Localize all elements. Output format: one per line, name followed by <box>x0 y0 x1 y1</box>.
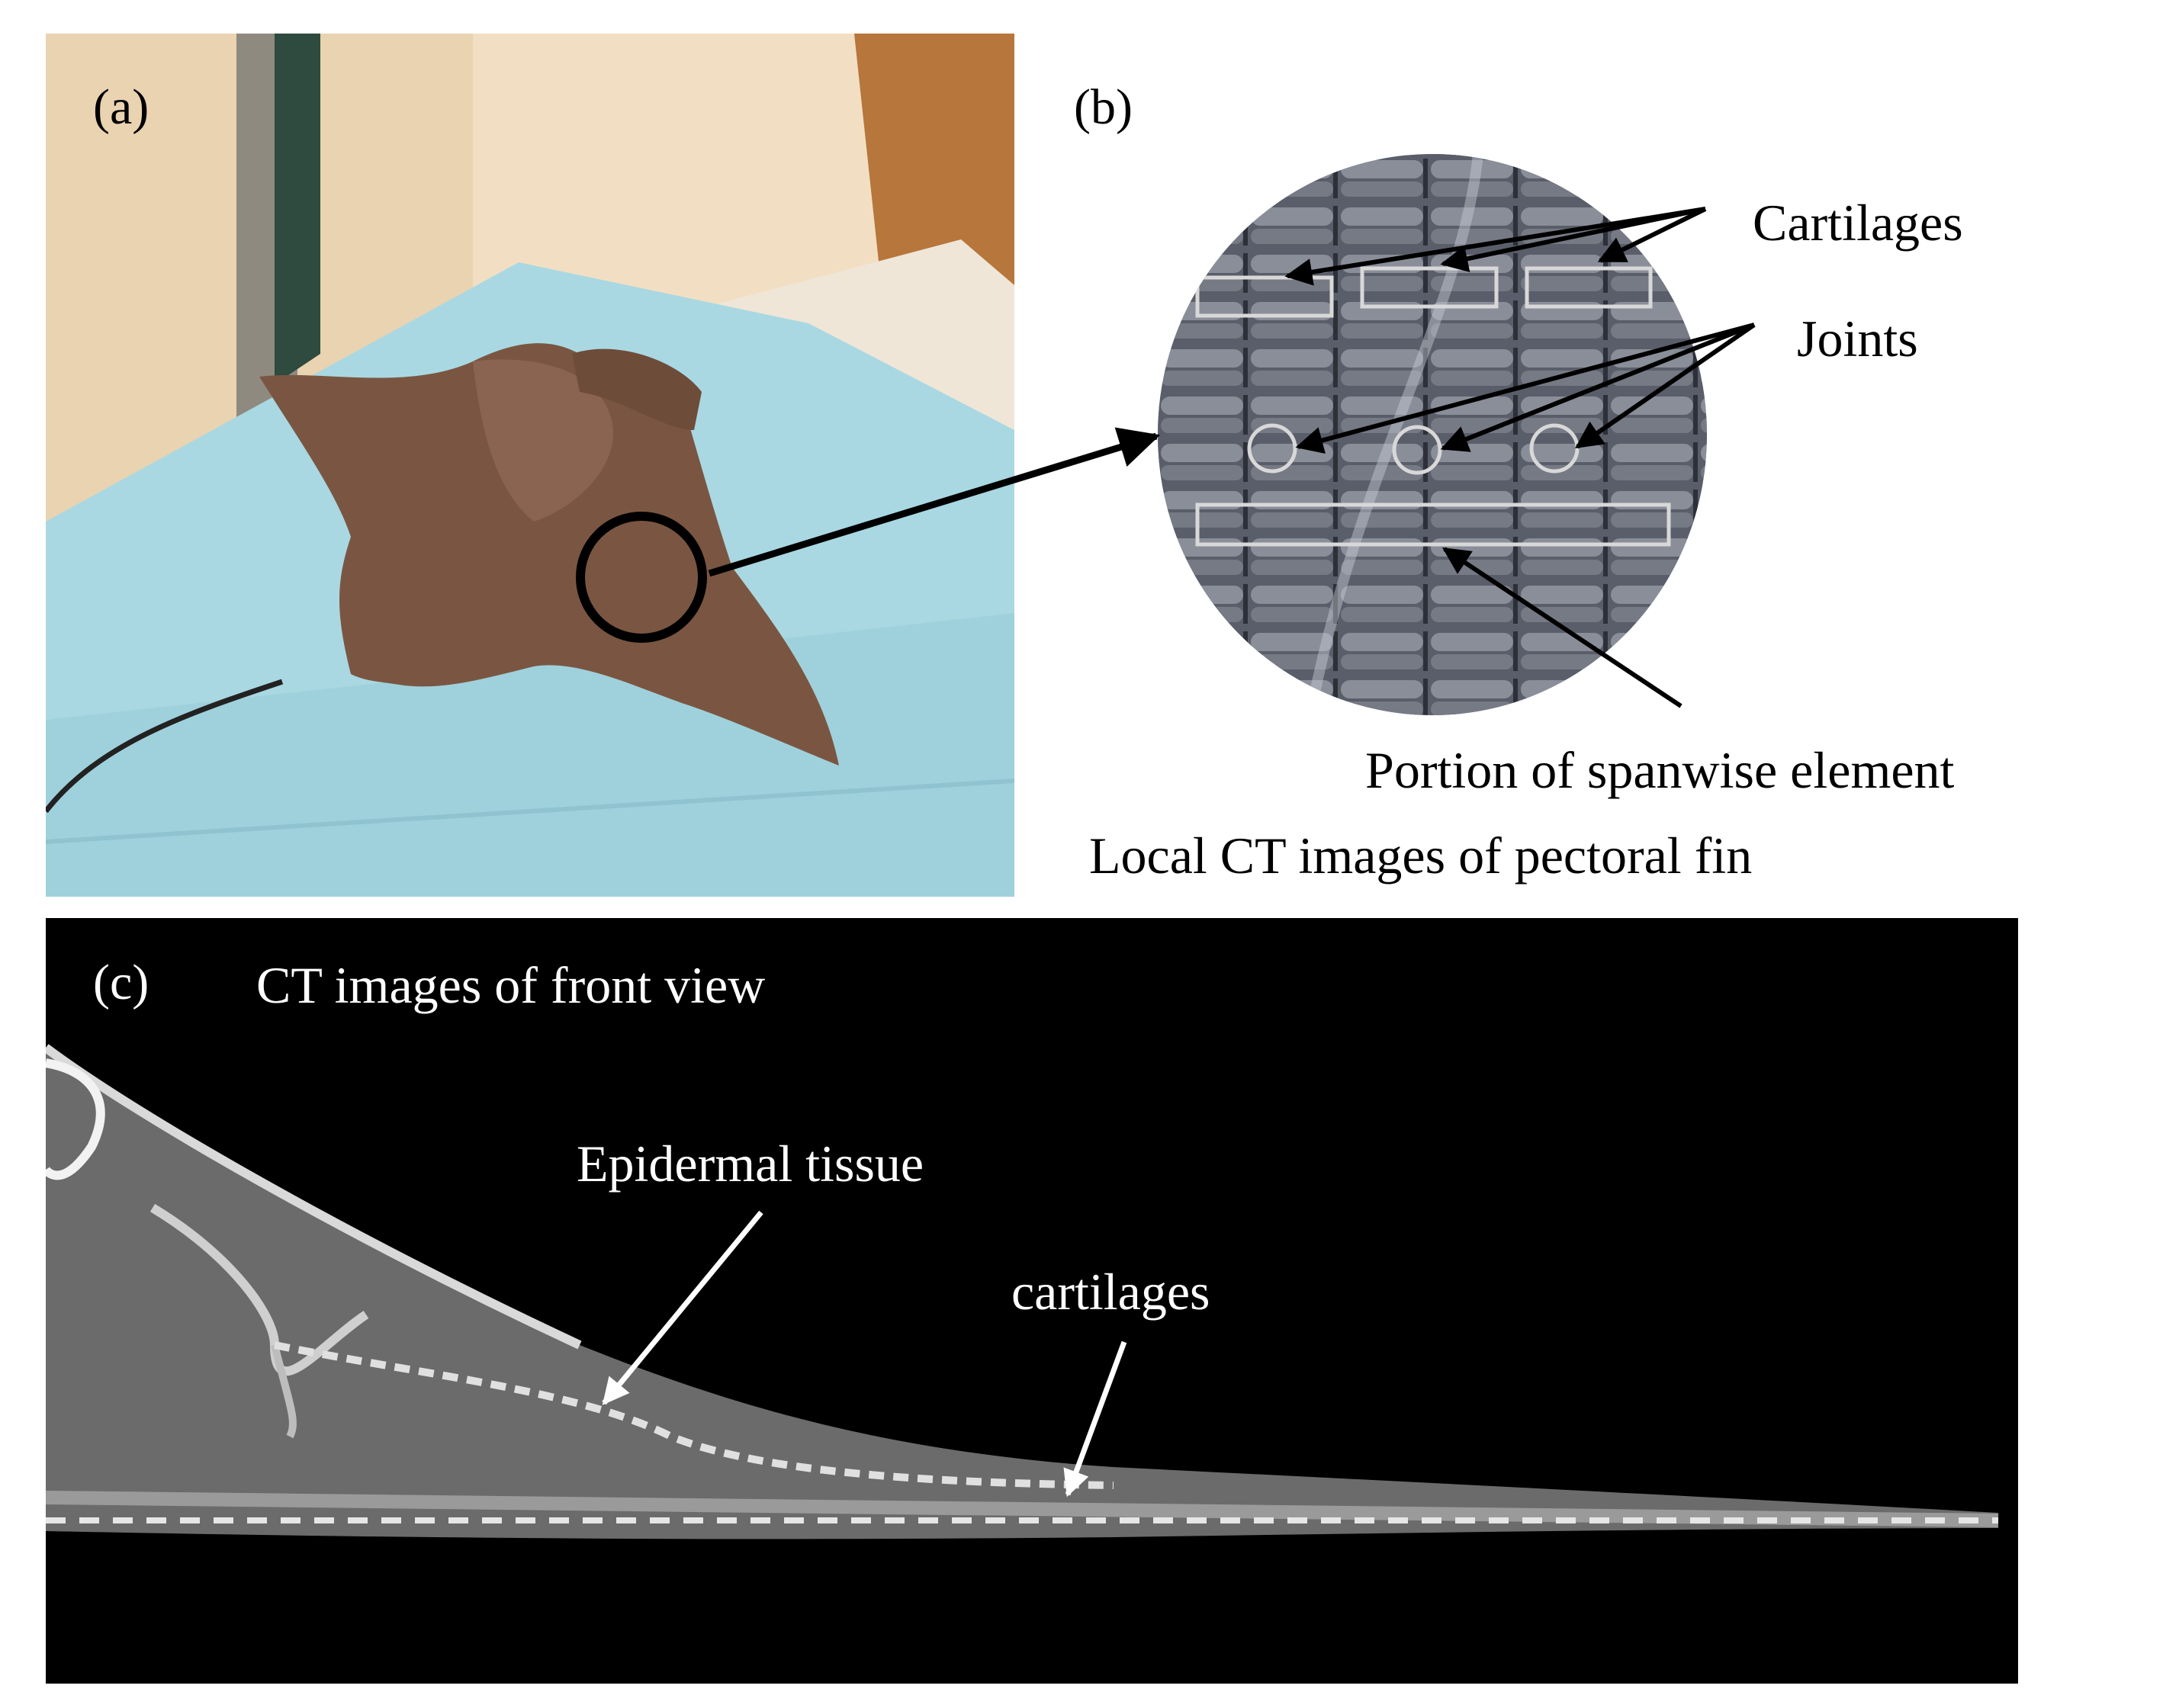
ct-front-view-image <box>46 918 2018 1684</box>
joints-label: Joints <box>1797 310 1918 368</box>
spanwise-element-label: Portion of spanwise element <box>1365 741 1955 799</box>
photo-panel-a <box>46 34 1014 897</box>
cartilages-label: Cartilages <box>1753 194 1963 252</box>
panel-b-label: (b) <box>1074 79 1133 135</box>
panel-c-title: CT images of front view <box>256 956 766 1014</box>
panel-a-label: (a) <box>93 79 149 135</box>
ray-photo <box>46 34 1014 897</box>
panel-c-label: (c) <box>93 955 149 1010</box>
region-circle <box>576 512 707 643</box>
annotation-arrows <box>708 207 1756 708</box>
epidermal-tissue-label: Epidermal tissue <box>577 1135 924 1193</box>
panel-b-caption: Local CT images of pectoral fin <box>1089 827 1753 884</box>
ct-front-view-panel <box>46 918 2018 1684</box>
cartilages-ct-label: cartilages <box>1011 1263 1210 1321</box>
